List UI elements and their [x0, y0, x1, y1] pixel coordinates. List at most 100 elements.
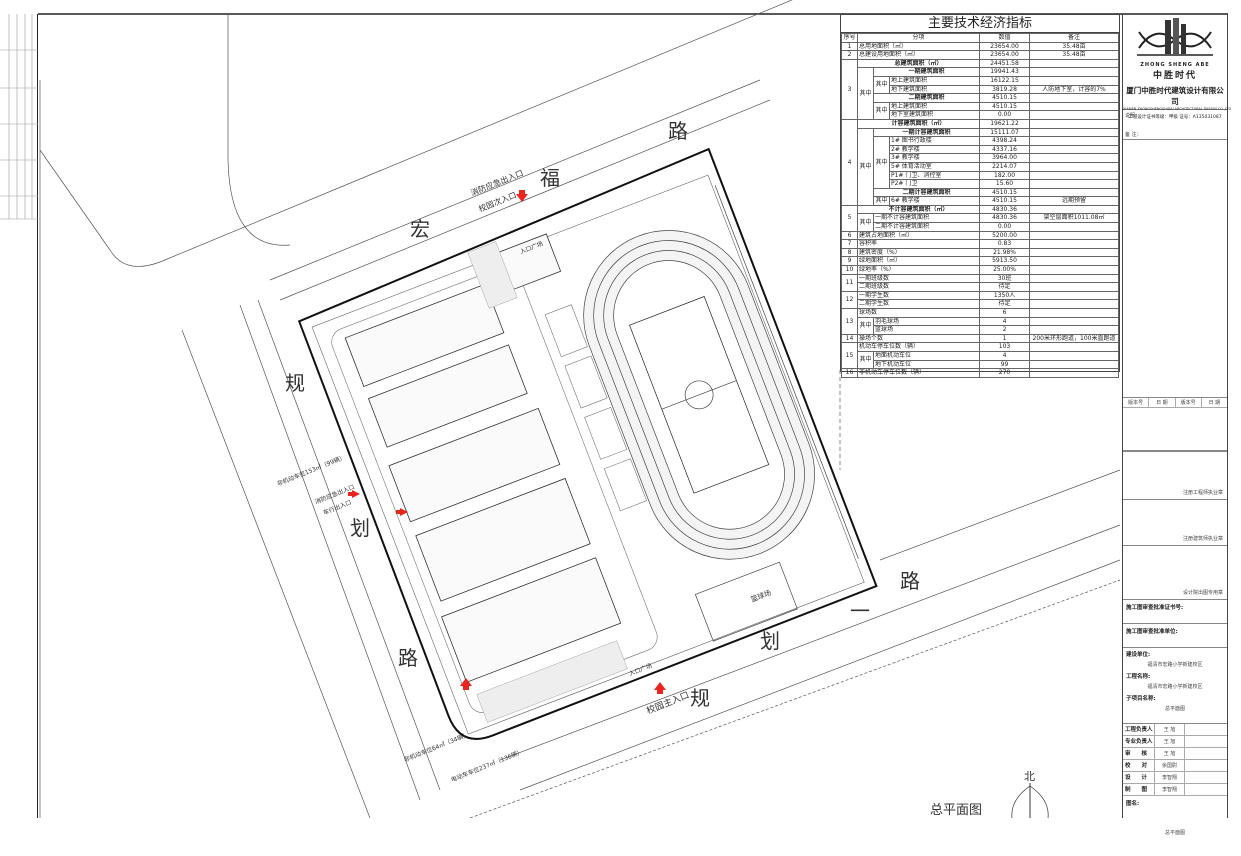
item-value: 1	[979, 333, 1031, 344]
item-value: 0.00	[979, 110, 1031, 120]
road-name-char: 宏	[410, 217, 430, 241]
item-value: 103	[979, 342, 1031, 352]
item-value: 待定	[979, 299, 1031, 309]
notes-label: 说明：	[1125, 113, 1141, 119]
item-value: 19941.43	[979, 67, 1031, 77]
item-value: 0.00	[979, 222, 1031, 232]
company-block: ZHONG SHENG ABE 中胜时代 厦门中胜时代建筑设计有限公司 XIAM…	[1123, 14, 1231, 120]
item-value: 16122.15	[979, 75, 1031, 86]
row-number: 5	[841, 204, 858, 232]
item-note	[1029, 316, 1119, 327]
item-label: 地下室建筑面积	[888, 110, 981, 120]
item-note	[1029, 67, 1119, 77]
bike-parking-label: 非机动车位153㎡（99辆）	[276, 453, 347, 488]
title-block: ZHONG SHENG ABE 中胜时代 厦门中胜时代建筑设计有限公司 XIAM…	[1122, 14, 1231, 836]
row-number: 8	[841, 247, 858, 258]
basketball-court	[694, 561, 798, 642]
item-note	[1029, 187, 1119, 198]
item-value: 25.00%	[979, 265, 1031, 275]
company-logo-icon	[1137, 18, 1213, 56]
item-value: 2	[979, 325, 1031, 335]
item-note: 架空层面积1011.08㎡	[1029, 213, 1119, 224]
staff-name: 余国尉	[1155, 760, 1185, 771]
project-info: 建设单位: 福清市宏路小学新建校区 工程名称: 福清市宏路小学新建校区 子项目名…	[1123, 648, 1227, 724]
item-label: 总建设用地面积（㎡）	[856, 50, 981, 60]
item-label: 3# 教学楼	[888, 153, 981, 163]
logo-en: ZHONG SHENG ABE	[1140, 62, 1210, 68]
item-label: 地面机动车位	[872, 350, 981, 361]
row-number: 13	[841, 308, 858, 335]
staff-role: 制 图	[1123, 784, 1155, 795]
staff-name: 李智翔	[1155, 772, 1185, 783]
item-label: 二期计容建筑面积	[872, 187, 981, 198]
row-number: 6	[841, 230, 858, 241]
item-label: 总建筑面积（㎡）	[856, 58, 981, 69]
item-label: 一期班级数	[856, 273, 981, 284]
drawing-name-label: 图名:	[1126, 801, 1140, 807]
binding-strip	[0, 14, 38, 818]
revision-header: 日 期	[1208, 400, 1221, 406]
building-5	[415, 477, 591, 602]
table-header: 序号 分项 数值 备注	[841, 33, 1119, 43]
item-note	[1029, 247, 1119, 258]
remarks-label: 备 注：	[1125, 132, 1142, 138]
item-note	[1029, 265, 1119, 275]
north-fire-entrance-label: 消防应急出入口	[469, 168, 525, 198]
row-number: 4	[841, 118, 858, 206]
staff-role: 审 核	[1123, 748, 1155, 759]
staff-row: 设 计李智翔	[1123, 772, 1227, 784]
road-lines	[39, 0, 1121, 818]
item-note	[1029, 101, 1119, 112]
table-title: 主要技术经济指标	[841, 15, 1119, 33]
item-note	[1029, 161, 1119, 172]
item-value: 21.98%	[979, 247, 1031, 258]
item-value: 5200.00	[979, 230, 1031, 241]
qizhong-label: 其中	[857, 67, 874, 120]
revision-header: 日 期	[1149, 398, 1176, 407]
staff-row: 专业负责人王 旭	[1123, 736, 1227, 748]
client-label: 建设单位:	[1126, 652, 1151, 658]
item-label: 建筑密度（%）	[856, 247, 981, 258]
item-value: 270	[979, 368, 1031, 378]
item-value: 4510.15	[979, 196, 1031, 206]
item-value: 4337.16	[979, 144, 1031, 155]
qizhong-label: 其中	[873, 101, 890, 120]
item-note	[1029, 368, 1119, 378]
staff-row: 审 核王 旭	[1123, 748, 1227, 760]
item-value: 4510.15	[979, 93, 1031, 103]
item-label: 地上建筑面积	[888, 75, 981, 86]
item-note	[1029, 290, 1119, 301]
north-label: 北	[1024, 770, 1035, 783]
signature	[1185, 784, 1227, 795]
item-value: 4	[979, 316, 1031, 327]
building-1	[344, 283, 505, 387]
item-value: 0.83	[979, 239, 1031, 249]
blank-area	[1123, 140, 1227, 398]
building-3	[388, 407, 561, 523]
item-note	[1029, 359, 1119, 370]
header-cell: 数值	[979, 33, 1031, 43]
item-value: 4830.36	[979, 204, 1031, 215]
client-value: 福清市宏路小学新建校区	[1147, 662, 1203, 668]
staff-row: 工程负责人王 旭	[1123, 724, 1227, 736]
item-value: 5913.50	[979, 256, 1031, 267]
item-label: 地下机动车位	[872, 359, 981, 370]
item-note: 人防地下室，计容的7%	[1029, 84, 1119, 95]
field-label: 施工图审查批准证书号:	[1126, 605, 1184, 611]
